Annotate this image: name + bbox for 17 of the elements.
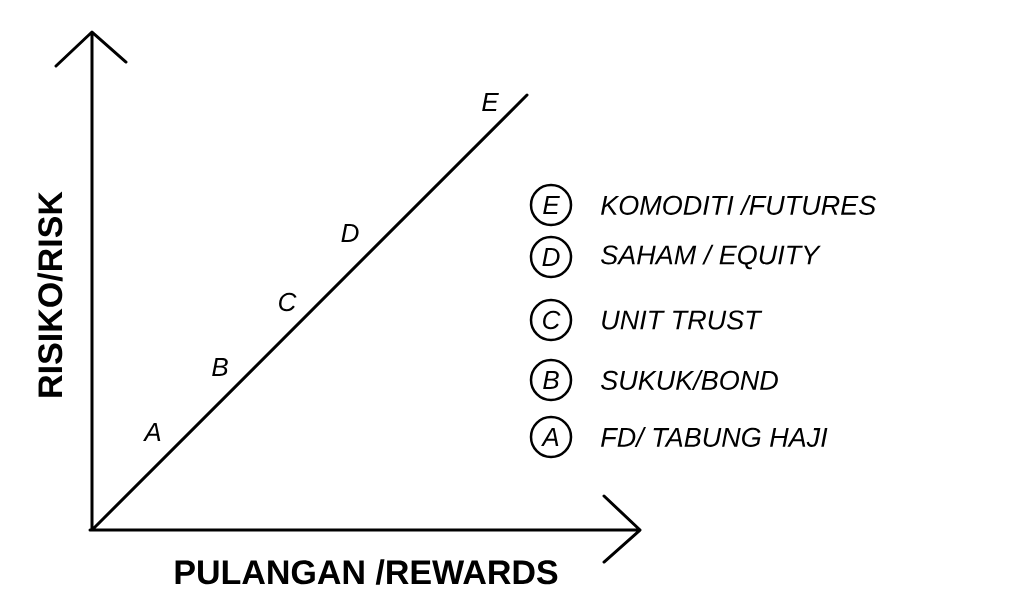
axis-title: PULANGAN /REWARDS	[175, 559, 558, 585]
legend-text: FD/ TABUNG HAJI	[601, 427, 828, 447]
point-letter: A	[143, 423, 161, 441]
legend-text: SAHAM / EQUITY	[601, 244, 821, 270]
point-letter: D	[341, 224, 359, 242]
axis-title: RISIKO/RISK	[37, 191, 63, 397]
legend-text: KOMODITI /FUTURES	[601, 195, 876, 215]
circled-letter: C	[529, 298, 573, 342]
legend-text: UNIT TRUST	[602, 310, 763, 330]
point-letter: E	[482, 93, 499, 111]
circled-letter: E	[529, 183, 573, 227]
circled-letter: D	[529, 235, 573, 279]
circled-letter: B	[529, 358, 573, 402]
circled-letter: A	[529, 415, 573, 459]
point-letter: B	[212, 358, 228, 376]
legend-text: SUKUK/BOND	[601, 370, 778, 390]
point-letter: C	[279, 292, 297, 312]
